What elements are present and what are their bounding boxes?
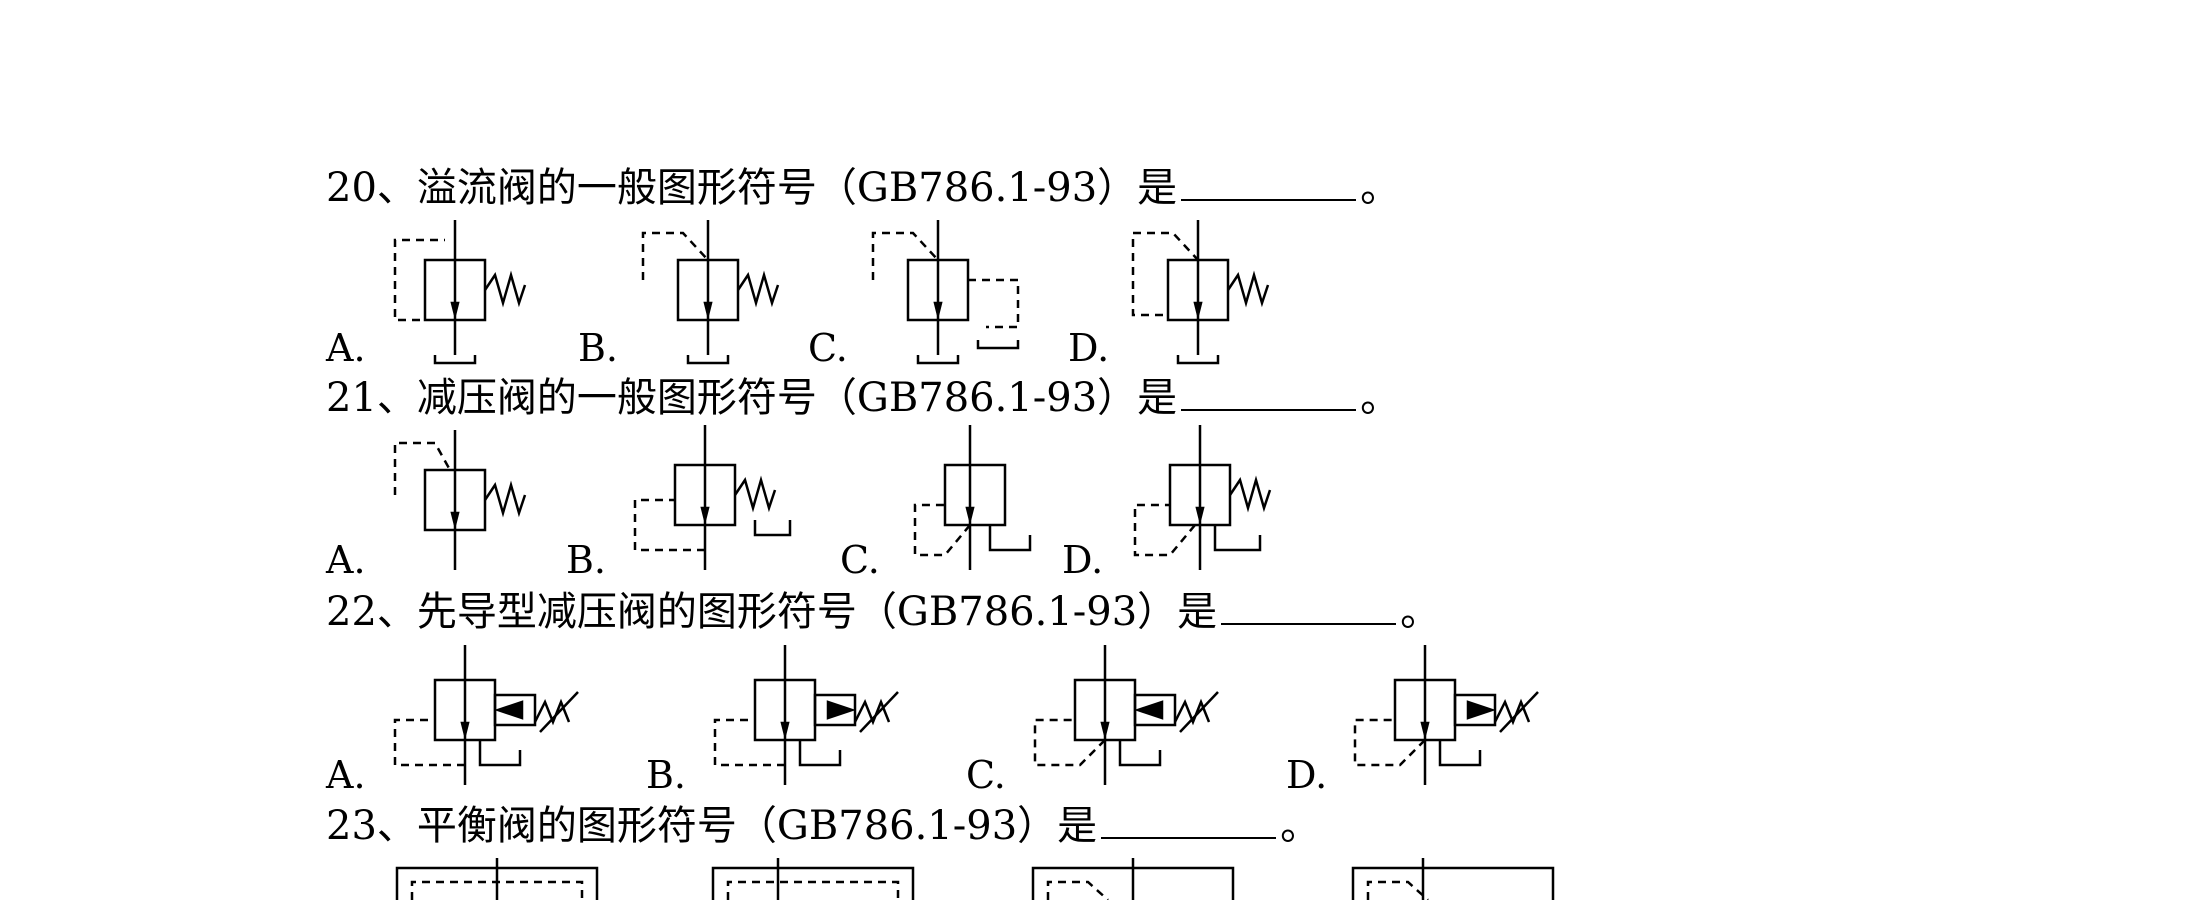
- reducing-valve-symbol-b: [630, 425, 800, 575]
- question-23: 23、平衡阀的图形符号（GB786.1-93）是 。: [326, 800, 1320, 852]
- option-label-d: D.: [1286, 753, 1328, 797]
- answer-blank[interactable]: [1181, 191, 1357, 201]
- question-text: 21、减压阀的一般图形符号（GB786.1-93）是: [326, 375, 1178, 421]
- question-end: 。: [1360, 165, 1401, 211]
- option-label-a: A.: [326, 538, 366, 582]
- option-label-a: A.: [326, 326, 366, 370]
- balance-valve-symbol-b: [708, 858, 918, 900]
- question-22: 22、先导型减压阀的图形符号（GB786.1-93）是 。: [326, 586, 1440, 638]
- answer-blank[interactable]: [1221, 615, 1397, 625]
- question-21: 21、减压阀的一般图形符号（GB786.1-93）是 。: [326, 372, 1400, 424]
- reducing-valve-symbol-a: [390, 425, 540, 575]
- relief-valve-symbol-b: [638, 215, 788, 365]
- relief-valve-symbol-a: [390, 215, 540, 365]
- option-label-d: D.: [1068, 326, 1110, 370]
- option-label-d: D.: [1062, 538, 1104, 582]
- answer-blank[interactable]: [1101, 829, 1277, 839]
- option-label-c: C.: [840, 538, 880, 582]
- question-end: 。: [1400, 589, 1441, 635]
- relief-valve-symbol-d: [1128, 215, 1288, 365]
- question-end: 。: [1280, 803, 1321, 849]
- pilot-reducing-valve-symbol-d: [1350, 640, 1550, 790]
- question-text: 20、溢流阀的一般图形符号（GB786.1-93）是: [326, 165, 1178, 211]
- question-text: 22、先导型减压阀的图形符号（GB786.1-93）是: [326, 589, 1218, 635]
- pilot-reducing-valve-symbol-a: [390, 640, 590, 790]
- balance-valve-symbol-d: [1348, 858, 1558, 900]
- pilot-reducing-valve-symbol-c: [1030, 640, 1230, 790]
- question-text: 23、平衡阀的图形符号（GB786.1-93）是: [326, 803, 1098, 849]
- answer-blank[interactable]: [1181, 401, 1357, 411]
- option-label-b: B.: [566, 538, 607, 582]
- relief-valve-symbol-c: [868, 215, 1038, 365]
- option-label-b: B.: [646, 753, 687, 797]
- option-label-b: B.: [578, 326, 619, 370]
- reducing-valve-symbol-d: [1125, 425, 1295, 575]
- balance-valve-symbol-a: [392, 858, 602, 900]
- pilot-reducing-valve-symbol-b: [710, 640, 910, 790]
- reducing-valve-symbol-c: [900, 425, 1050, 575]
- option-label-c: C.: [808, 326, 848, 370]
- option-label-c: C.: [966, 753, 1006, 797]
- balance-valve-symbol-c: [1028, 858, 1238, 900]
- question-end: 。: [1360, 375, 1401, 421]
- question-20: 20、溢流阀的一般图形符号（GB786.1-93）是 。: [326, 162, 1400, 214]
- option-label-a: A.: [326, 753, 366, 797]
